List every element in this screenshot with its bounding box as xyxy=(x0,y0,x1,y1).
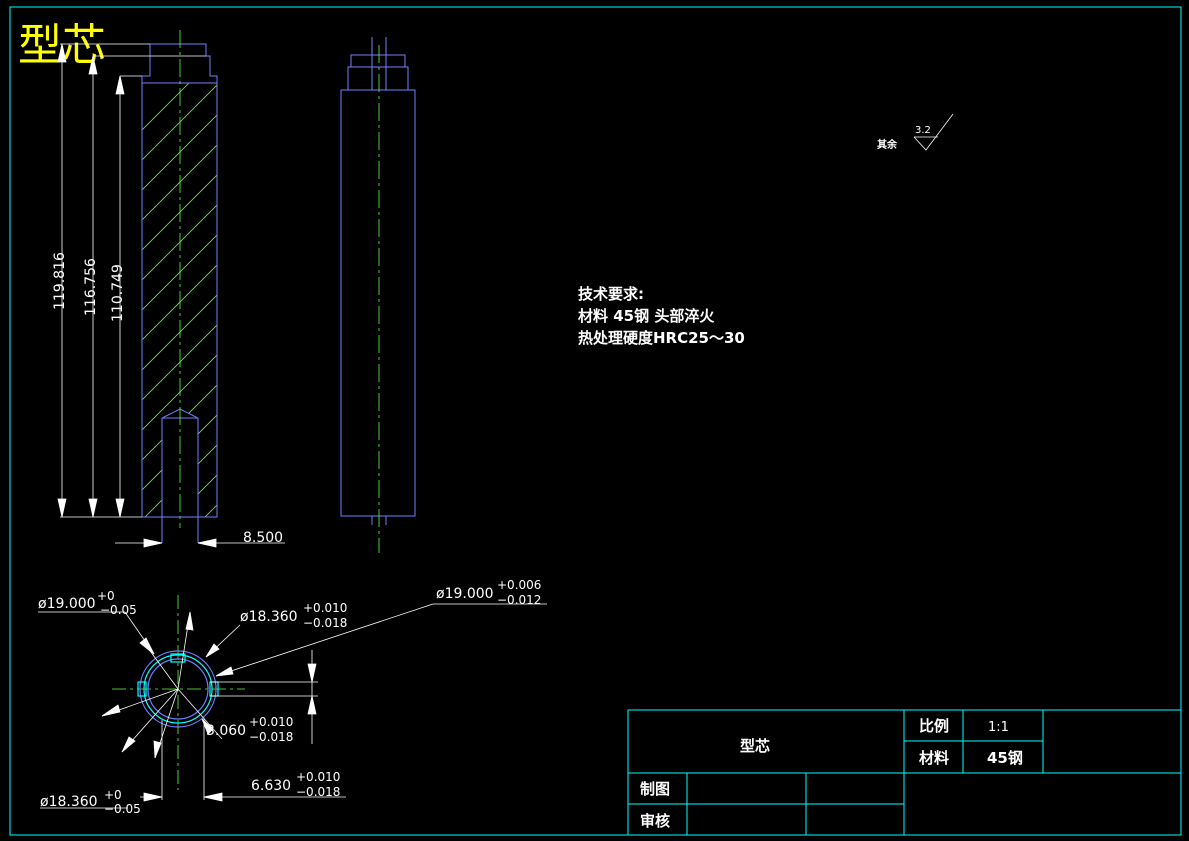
dim-d1: ø19.000 +0 −0.05 xyxy=(38,589,137,617)
svg-text:+0.010: +0.010 xyxy=(303,601,347,615)
svg-text:−0.018: −0.018 xyxy=(249,730,293,744)
svg-text:ø18.360: ø18.360 xyxy=(40,794,98,810)
width-dimension xyxy=(115,538,285,548)
title-block-scale-label: 比例 xyxy=(919,717,949,735)
tech-requirements: 技术要求: 材料 45钢 头部淬火 热处理硬度HRC25～30 xyxy=(578,285,745,347)
section-hatching xyxy=(142,83,217,517)
svg-text:6.630: 6.630 xyxy=(251,778,291,794)
svg-text:ø18.360: ø18.360 xyxy=(240,609,298,625)
height-dimensions xyxy=(57,43,206,518)
svg-text:ø19.000: ø19.000 xyxy=(38,596,96,612)
svg-text:−0.018: −0.018 xyxy=(303,616,347,630)
svg-text:3.060: 3.060 xyxy=(206,723,246,739)
svg-text:+0.010: +0.010 xyxy=(249,715,293,729)
dim-d6: ø18.360 +0 −0.05 xyxy=(40,788,141,816)
title-block-drawn-label: 制图 xyxy=(640,780,670,798)
svg-text:−0.018: −0.018 xyxy=(296,785,340,799)
cross-section-centerlines xyxy=(112,595,245,790)
roughness-value: 3.2 xyxy=(915,125,931,136)
cross-section-outline xyxy=(137,650,219,728)
title-block-scale-value: 1:1 xyxy=(988,720,1009,735)
dim-width: 8.500 xyxy=(243,530,283,546)
roughness-symbol xyxy=(913,113,954,151)
title-block xyxy=(627,709,1182,836)
svg-text:+0: +0 xyxy=(97,589,115,603)
svg-text:ø19.000: ø19.000 xyxy=(436,586,494,602)
dim-d2: ø18.360 +0.010 −0.018 xyxy=(240,601,347,630)
svg-text:+0.010: +0.010 xyxy=(296,770,340,784)
svg-text:−0.05: −0.05 xyxy=(104,802,141,816)
svg-text:+0: +0 xyxy=(104,788,122,802)
dim-h1: 119.816 xyxy=(52,252,68,310)
dim-d3: ø19.000 +0.006 −0.012 xyxy=(436,578,541,607)
tech-line-1: 材料 45钢 头部淬火 xyxy=(578,307,715,325)
roughness-label: 其余 xyxy=(877,138,898,151)
svg-text:−0.012: −0.012 xyxy=(497,593,541,607)
cross-section-leaders xyxy=(38,603,547,809)
tech-heading: 技术要求: xyxy=(578,285,644,303)
dim-d4: 3.060 +0.010 −0.018 xyxy=(206,715,293,744)
dim-d5: 6.630 +0.010 −0.018 xyxy=(251,770,340,799)
title-block-material-label: 材料 xyxy=(919,749,949,767)
tech-line-2: 热处理硬度HRC25～30 xyxy=(578,329,745,347)
side-view-outline xyxy=(340,37,416,525)
svg-text:+0.006: +0.006 xyxy=(497,578,541,592)
frame-border xyxy=(9,6,1182,836)
dim-h2: 116.756 xyxy=(83,258,99,316)
dim-h3: 110.749 xyxy=(110,264,126,322)
title-block-review-label: 审核 xyxy=(640,812,670,830)
title-block-material-value: 45钢 xyxy=(987,749,1023,767)
svg-text:−0.05: −0.05 xyxy=(100,603,137,617)
title-block-part-name: 型芯 xyxy=(740,737,770,755)
